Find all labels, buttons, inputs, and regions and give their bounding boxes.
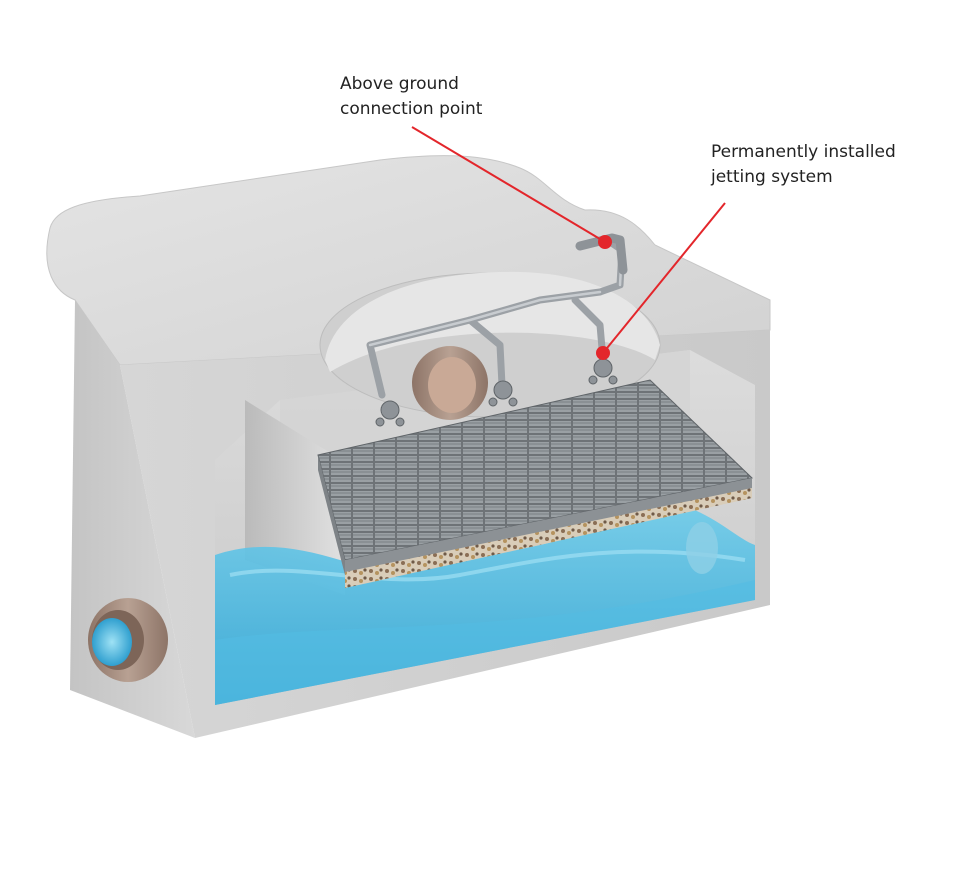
jet-nozzles: [375, 358, 618, 427]
callout-jetting-system-line-1: Permanently installed: [711, 142, 896, 162]
marker-dot-connection-point: [598, 235, 612, 249]
outlet-pipe: [686, 522, 718, 574]
callout-connection-point-line-1: Above ground: [340, 74, 459, 94]
rear-inlet-pipe: [412, 346, 488, 420]
callout-jetting-system-line-2: jetting system: [711, 167, 833, 187]
callout-connection-point-line-2: connection point: [340, 99, 483, 119]
callout-jetting-system: Permanently installed jetting system: [711, 140, 896, 190]
grate-front-edge: [318, 455, 345, 575]
left-inlet-pipe: [88, 598, 168, 682]
marker-dot-jetting-system: [596, 346, 610, 360]
water-surface-highlight: [229, 549, 746, 582]
leader-line-jetting-system: [602, 202, 726, 354]
above-ground-connection-pipe: [575, 233, 628, 275]
callout-connection-point: Above ground connection point: [340, 72, 482, 122]
leader-line-connection-point: [411, 126, 606, 243]
baffle-panel: [245, 400, 345, 595]
